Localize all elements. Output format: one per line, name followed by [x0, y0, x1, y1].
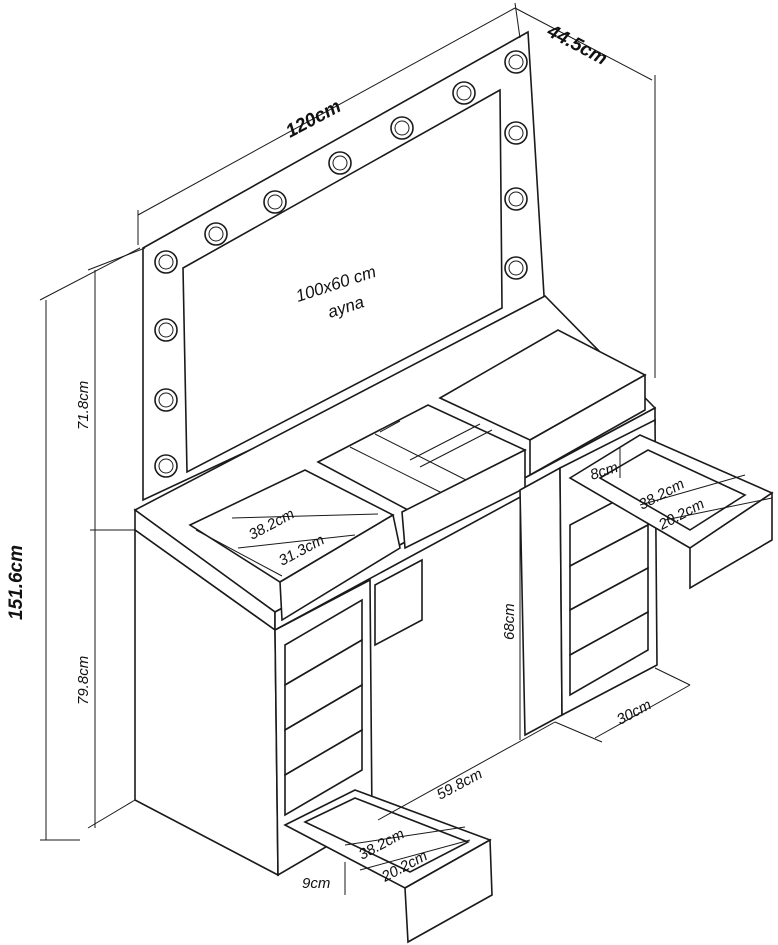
- bulb-icon: [154, 388, 178, 412]
- mirror-frame: [142, 30, 546, 509]
- cabinet-width-label: 30cm: [614, 696, 654, 728]
- bulb-icon: [504, 121, 528, 145]
- total-height-label: 151.6cm: [6, 545, 27, 620]
- bulb-icon: [504, 50, 528, 74]
- bulb-icon: [504, 187, 528, 211]
- table-height-label: 79.8cm: [75, 656, 92, 705]
- table-top: [133, 295, 657, 632]
- bottom-drawer-height-label: 9cm: [302, 875, 330, 892]
- bulb-icon: [154, 250, 178, 274]
- mirror-height-label: 71.8cm: [75, 381, 92, 430]
- bulb-icon: [328, 151, 352, 175]
- left-cabinet: [134, 528, 373, 877]
- bulb-icon: [390, 116, 414, 140]
- width-label: 120cm: [282, 96, 344, 142]
- middle-drawer: [374, 558, 423, 647]
- mirror-glass: [182, 88, 503, 474]
- depth-label: 44.5cm: [543, 20, 611, 69]
- knee-height-label: 68cm: [501, 603, 518, 640]
- bulb-icon: [452, 81, 476, 105]
- knee-width-label: 59.8cm: [434, 765, 485, 803]
- mirror-bulbs: [154, 50, 528, 478]
- bulb-icon: [204, 222, 228, 246]
- bulb-icon: [154, 318, 178, 342]
- bulb-icon: [154, 454, 178, 478]
- dimension-lines: [39, 2, 773, 895]
- bulb-icon: [504, 256, 528, 280]
- bulb-icon: [263, 190, 287, 214]
